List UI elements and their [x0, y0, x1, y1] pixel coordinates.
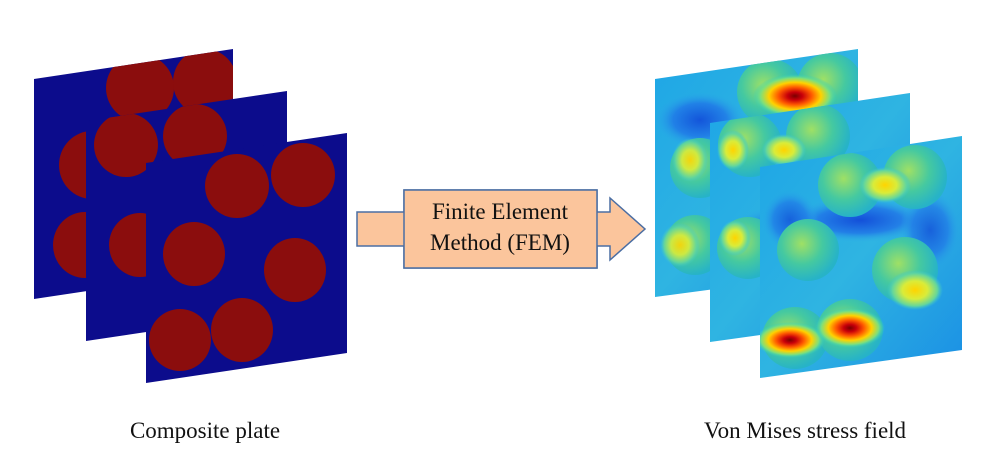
composite-plate-caption: Composite plate — [129, 418, 281, 443]
composite-plate-front — [146, 133, 347, 383]
fem-process-arrow — [356, 189, 647, 269]
composite-plate-stack — [34, 49, 347, 383]
fem-box — [403, 189, 598, 269]
stress-field-stack — [655, 49, 962, 378]
stress-plate-front — [760, 136, 962, 378]
stress-field-caption: Von Mises stress field — [703, 418, 907, 443]
fem-label-line-2: Method (FEM) — [430, 230, 570, 255]
fem-process-label: Finite Element Method (FEM) — [404, 196, 596, 258]
fem-label-line-1: Finite Element — [431, 199, 569, 224]
